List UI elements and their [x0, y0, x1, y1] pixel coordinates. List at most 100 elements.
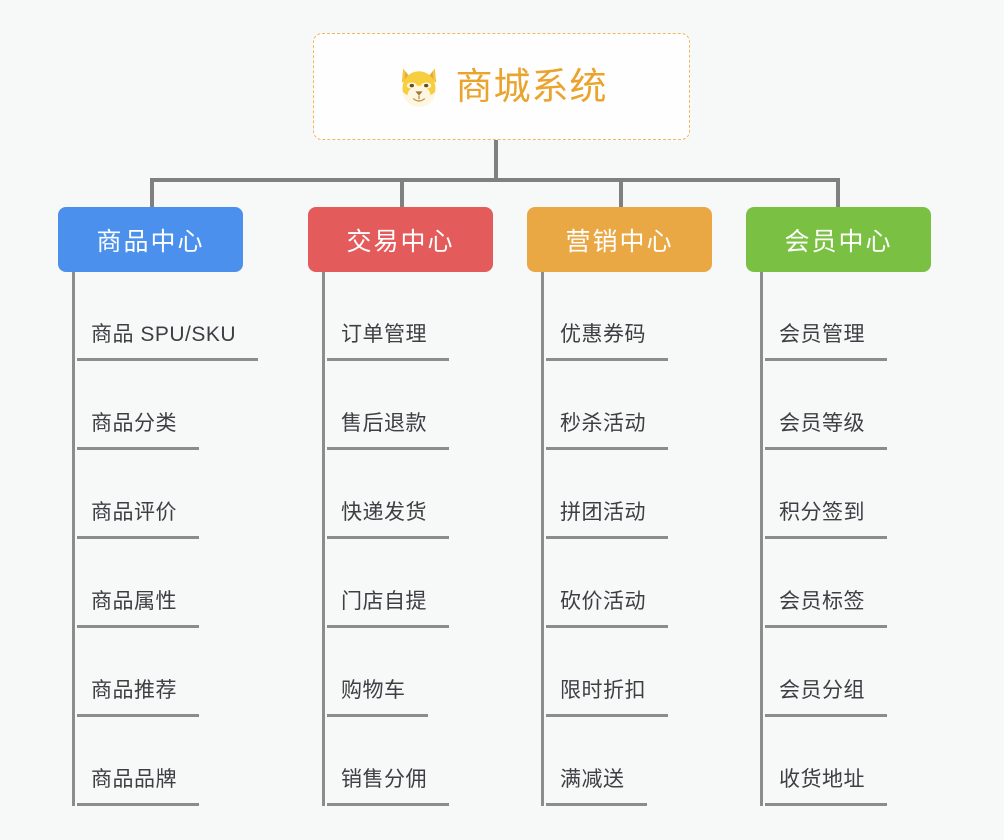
category-header-label: 交易中心 [346, 227, 455, 256]
leaf-item[interactable]: 商品推荐 [72, 628, 243, 717]
leaf-item-label: 限时折扣 [560, 679, 646, 702]
leaf-item-underline: 订单管理 [327, 318, 449, 361]
leaf-item-underline: 限时折扣 [546, 674, 668, 717]
leaf-item-label: 商品分类 [91, 412, 177, 435]
leaf-item[interactable]: 商品分类 [72, 361, 243, 450]
leaf-item[interactable]: 拼团活动 [541, 450, 712, 539]
leaf-item-underline: 购物车 [327, 674, 428, 717]
leaf-item-underline: 商品 SPU/SKU [77, 318, 259, 361]
leaf-item-underline: 积分签到 [765, 496, 887, 539]
leaf-item-underline: 会员管理 [765, 318, 887, 361]
leaf-item[interactable]: 商品 SPU/SKU [72, 272, 259, 361]
leaf-item[interactable]: 售后退款 [322, 361, 493, 450]
category-header-label: 商品中心 [96, 227, 205, 256]
leaf-item-label: 购物车 [341, 679, 406, 702]
leaf-list-2: 订单管理售后退款快递发货门店自提购物车销售分佣 [308, 272, 493, 806]
leaf-item[interactable]: 优惠券码 [541, 272, 712, 361]
leaf-item-label: 订单管理 [341, 323, 427, 346]
leaf-item-label: 售后退款 [341, 412, 427, 435]
leaf-item[interactable]: 秒杀活动 [541, 361, 712, 450]
root-node[interactable]: 商城系统 [313, 33, 690, 140]
leaf-list-1: 商品 SPU/SKU 商品分类商品评价商品属性商品推荐商品品牌 [58, 272, 259, 806]
leaf-item-label: 商品属性 [91, 590, 177, 613]
leaf-item[interactable]: 门店自提 [322, 539, 493, 628]
leaf-item-label: 积分签到 [779, 501, 865, 524]
leaf-item-label: 会员标签 [779, 590, 865, 613]
category-column-4: 会员中心会员管理会员等级积分签到会员标签会员分组收货地址 [746, 207, 931, 806]
leaf-item-underline: 商品推荐 [77, 674, 199, 717]
leaf-item-underline: 收货地址 [765, 763, 887, 806]
leaf-item[interactable]: 会员分组 [760, 628, 931, 717]
category-header-2[interactable]: 交易中心 [308, 207, 493, 272]
leaf-item[interactable]: 满减送 [541, 717, 712, 806]
category-header-1[interactable]: 商品中心 [58, 207, 243, 272]
category-header-label: 会员中心 [784, 227, 893, 256]
leaf-item[interactable]: 收货地址 [760, 717, 931, 806]
leaf-item-underline: 会员分组 [765, 674, 887, 717]
leaf-item-label: 会员分组 [779, 679, 865, 702]
category-header-3[interactable]: 营销中心 [527, 207, 712, 272]
leaf-item-label: 销售分佣 [341, 768, 427, 791]
category-header-label: 营销中心 [565, 227, 674, 256]
branch-bar-horizontal [150, 178, 840, 182]
leaf-item-underline: 满减送 [546, 763, 647, 806]
leaf-item-label: 优惠券码 [560, 323, 646, 346]
leaf-item-underline: 秒杀活动 [546, 407, 668, 450]
leaf-item-label: 会员管理 [779, 323, 865, 346]
leaf-item-underline: 会员等级 [765, 407, 887, 450]
leaf-item[interactable]: 商品品牌 [72, 717, 243, 806]
branch-drop-line-2 [400, 178, 404, 209]
leaf-item-label: 砍价活动 [560, 590, 646, 613]
branch-drop-line-3 [619, 178, 623, 209]
leaf-item-label: 商品品牌 [91, 768, 177, 791]
leaf-item[interactable]: 商品评价 [72, 450, 243, 539]
leaf-item-label: 快递发货 [341, 501, 427, 524]
root-stem-vertical [494, 140, 498, 182]
leaf-list-3: 优惠券码秒杀活动拼团活动砍价活动限时折扣满减送 [527, 272, 712, 806]
branch-drop-line-4 [836, 178, 840, 209]
leaf-item-underline: 售后退款 [327, 407, 449, 450]
leaf-item[interactable]: 砍价活动 [541, 539, 712, 628]
leaf-item-underline: 门店自提 [327, 585, 449, 628]
category-column-3: 营销中心优惠券码秒杀活动拼团活动砍价活动限时折扣满减送 [527, 207, 712, 806]
leaf-item-underline: 快递发货 [327, 496, 449, 539]
leaf-item-underline: 拼团活动 [546, 496, 668, 539]
leaf-item[interactable]: 销售分佣 [322, 717, 493, 806]
shiba-dog-icon [401, 67, 436, 107]
leaf-item-underline: 会员标签 [765, 585, 887, 628]
category-header-4[interactable]: 会员中心 [746, 207, 931, 272]
leaf-item-underline: 商品分类 [77, 407, 199, 450]
leaf-trunk-line [72, 272, 75, 806]
leaf-item[interactable]: 积分签到 [760, 450, 931, 539]
leaf-item-label: 商品 SPU/SKU [91, 323, 237, 346]
leaf-item-label: 收货地址 [779, 768, 865, 791]
leaf-item[interactable]: 会员管理 [760, 272, 931, 361]
category-column-2: 交易中心订单管理售后退款快递发货门店自提购物车销售分佣 [308, 207, 493, 806]
leaf-item[interactable]: 购物车 [322, 628, 493, 717]
leaf-item-label: 门店自提 [341, 590, 427, 613]
leaf-item[interactable]: 快递发货 [322, 450, 493, 539]
leaf-item[interactable]: 会员标签 [760, 539, 931, 628]
leaf-item-underline: 砍价活动 [546, 585, 668, 628]
leaf-item[interactable]: 订单管理 [322, 272, 493, 361]
leaf-item-underline: 优惠券码 [546, 318, 668, 361]
leaf-item-label: 满减送 [560, 768, 625, 791]
leaf-item-label: 商品推荐 [91, 679, 177, 702]
leaf-item[interactable]: 商品属性 [72, 539, 243, 628]
leaf-trunk-line [760, 272, 763, 806]
leaf-trunk-line [322, 272, 325, 806]
root-title: 商城系统 [455, 66, 608, 107]
branch-drop-line-1 [150, 178, 154, 209]
leaf-item-underline: 商品评价 [77, 496, 199, 539]
leaf-item-label: 商品评价 [91, 501, 177, 524]
leaf-item-underline: 商品品牌 [77, 763, 199, 806]
leaf-item-label: 拼团活动 [560, 501, 646, 524]
leaf-item-underline: 销售分佣 [327, 763, 449, 806]
leaf-list-4: 会员管理会员等级积分签到会员标签会员分组收货地址 [746, 272, 931, 806]
category-column-1: 商品中心商品 SPU/SKU 商品分类商品评价商品属性商品推荐商品品牌 [58, 207, 259, 806]
leaf-item-underline: 商品属性 [77, 585, 199, 628]
leaf-item[interactable]: 会员等级 [760, 361, 931, 450]
leaf-item-label: 秒杀活动 [560, 412, 646, 435]
leaf-item[interactable]: 限时折扣 [541, 628, 712, 717]
